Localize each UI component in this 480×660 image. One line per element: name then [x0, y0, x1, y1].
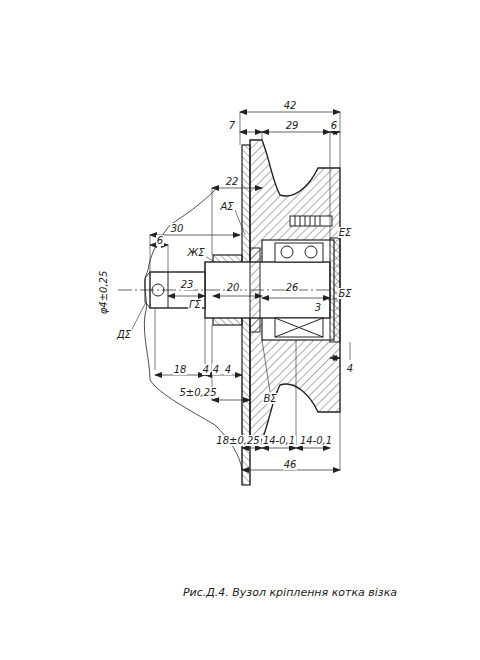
figure-caption: Рис.Д.4. Вузол кріплення котка візка [183, 586, 397, 599]
dimension-label: φ4±0,25 [98, 269, 109, 315]
dimension-label: 26 [285, 282, 300, 293]
dimension-label: 4 [202, 364, 210, 375]
dimension-label: ЖΣ [186, 247, 205, 258]
dimension-label: 7 [228, 120, 236, 131]
dimension-label: ЕΣ [338, 227, 353, 238]
dimension-label: 4 [212, 364, 220, 375]
dimension-label: 14-0,1 [299, 435, 333, 446]
dimension-label: 20 [226, 282, 241, 293]
dimension-label: 46 [283, 459, 298, 470]
dimension-label: 6 [156, 235, 164, 246]
dimension-label: 30 [170, 223, 185, 234]
dimension-label: ДΣ [116, 329, 132, 340]
dimension-label: 5±0,25 [178, 387, 217, 398]
dimension-label: 23 [180, 279, 195, 290]
dimension-label: 4 [224, 364, 232, 375]
dimension-label: 4 [346, 363, 354, 374]
dimension-label: ГΣ [188, 299, 202, 310]
dimension-label: 22 [225, 176, 240, 187]
dimension-label: 14-0,1 [262, 435, 296, 446]
dimension-label: АΣ [219, 201, 234, 212]
dimension-label: БΣ [337, 288, 352, 299]
dimension-label: 6 [330, 120, 338, 131]
dimension-label: 29 [285, 120, 300, 131]
dimension-label: 18 [173, 364, 188, 375]
dimension-label: 42 [283, 100, 298, 111]
dimension-label: 3 [314, 302, 322, 313]
dimension-label: ВΣ [262, 393, 277, 404]
dimension-label: 18±0,25 [215, 435, 260, 446]
